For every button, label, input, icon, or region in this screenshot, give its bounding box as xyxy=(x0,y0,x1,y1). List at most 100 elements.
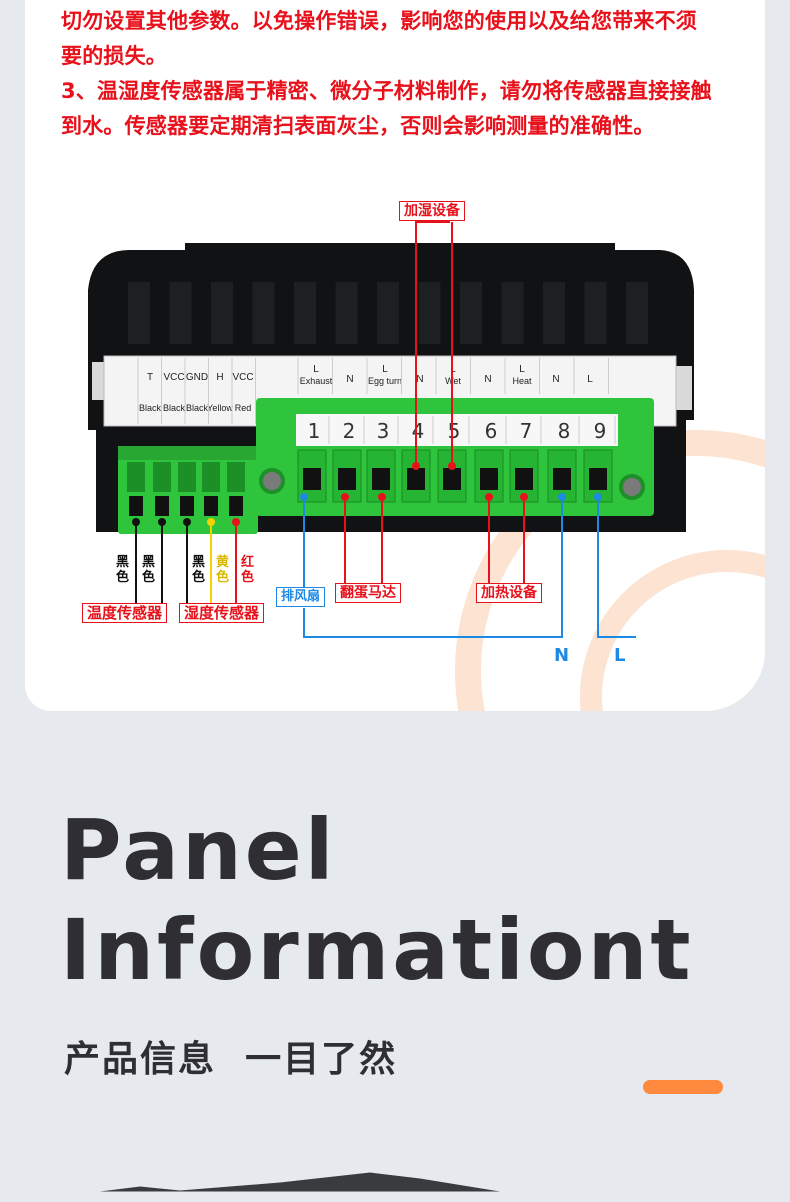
power-terminal-label-l1: L xyxy=(382,364,388,375)
vent-slot xyxy=(418,282,441,344)
vent-slot xyxy=(584,282,607,344)
device-top-edge xyxy=(100,1172,500,1192)
vent-slot xyxy=(128,282,150,344)
vent-slot xyxy=(543,282,565,344)
vent-slot xyxy=(252,282,275,344)
wire-color-1: 黑色 xyxy=(116,555,129,585)
wire-l xyxy=(597,497,636,638)
label-egg-turner: 翻蛋马达 xyxy=(335,583,401,603)
sensor-slot-hole xyxy=(180,496,194,516)
sensor-slot-top xyxy=(153,462,171,492)
power-terminal-label-l1: L xyxy=(519,364,525,375)
small-terminal-top-label: VCC xyxy=(232,372,253,383)
sensor-slot-hole xyxy=(155,496,169,516)
terminal-screw-right xyxy=(619,474,645,500)
power-slot-hole xyxy=(372,468,390,490)
sensor-slot-top xyxy=(202,462,220,492)
power-slot-hole xyxy=(303,468,321,490)
small-terminal-top-label: H xyxy=(216,372,223,383)
small-terminal-bottom-label: Red xyxy=(235,403,252,413)
power-slot-hole xyxy=(338,468,356,490)
panel-title: Panel Informationt xyxy=(60,800,694,1000)
wire-color-3: 黑色 xyxy=(192,555,205,585)
power-terminal-label-l1: L xyxy=(587,374,593,385)
vent-slot xyxy=(501,282,524,344)
label-temp-sensor: 温度传感器 xyxy=(82,603,168,623)
small-terminal-bottom-label: Yellow xyxy=(207,403,233,413)
wire-humidifier-a xyxy=(415,221,450,466)
label-n: N xyxy=(554,645,570,666)
power-terminal-label-l1: L xyxy=(450,364,456,375)
terminal-number: 7 xyxy=(520,419,533,443)
power-terminal-number-strip xyxy=(296,414,618,446)
warning-line-2: 要的损失。 xyxy=(61,44,167,68)
power-slot-hole xyxy=(553,468,571,490)
sensor-slot-hole xyxy=(204,496,218,516)
terminal-number: 1 xyxy=(308,419,321,443)
terminal-number: 4 xyxy=(412,419,425,443)
label-humidity-sensor: 湿度传感器 xyxy=(179,603,265,623)
warning-line-1: 切勿设置其他参数。以免操作错误，影响您的使用以及给您带来不须 xyxy=(61,9,697,33)
sensor-slot-top xyxy=(178,462,196,492)
warning-line-4: 到水。传感器要定期清扫表面灰尘，否则会影响测量的准确性。 xyxy=(61,114,655,138)
sensor-slot-hole xyxy=(129,496,143,516)
sensor-wire-color-labels: 黑色 黑色 黑色 黄色 红色 xyxy=(116,554,254,585)
terminal-number: 6 xyxy=(485,419,498,443)
sensor-slot-top xyxy=(227,462,245,492)
sensor-slot-top xyxy=(127,462,145,492)
sensor-slot-hole xyxy=(229,496,243,516)
power-slot-hole xyxy=(515,468,533,490)
label-heater: 加热设备 xyxy=(476,583,542,603)
power-terminal-label-l1: N xyxy=(484,374,491,385)
panel-title-line-2: Informationt xyxy=(60,901,694,999)
power-slot-hole xyxy=(407,468,425,490)
vent-slot xyxy=(626,282,648,344)
terminal-number: 9 xyxy=(594,419,607,443)
wire-dots xyxy=(132,462,602,526)
wire-n xyxy=(303,497,563,638)
vent-slot xyxy=(335,282,358,344)
terminal-number: 3 xyxy=(377,419,390,443)
power-terminal-label-l2: Exhaust xyxy=(300,376,333,386)
device-side-left xyxy=(92,362,104,400)
small-terminal-bottom-label: Black xyxy=(139,403,162,413)
sensor-terminal-slots xyxy=(127,462,245,516)
small-terminal-bottom-label: Black xyxy=(163,403,186,413)
wire-color-5: 红色 xyxy=(241,554,254,585)
panel-subtitle: 产品信息 一目了然 xyxy=(64,1039,398,1080)
vent-slot xyxy=(377,282,399,344)
power-terminal-label-l2: Egg turn xyxy=(368,376,402,386)
power-terminal-label-l2: Heat xyxy=(512,376,532,386)
label-l: L xyxy=(614,645,626,666)
accent-bar xyxy=(643,1080,723,1094)
small-terminal-top-label: GND xyxy=(186,372,208,383)
power-terminal-label-l2: Wet xyxy=(445,376,461,386)
sensor-terminal-top xyxy=(118,446,258,460)
warning-line-3: 3、温湿度传感器属于精密、微分子材料制作，请勿将传感器直接接触 xyxy=(61,79,712,103)
panel-title-line-1: Panel xyxy=(60,801,337,899)
label-humidifier: 加湿设备 xyxy=(399,201,465,221)
small-terminal-top-label: VCC xyxy=(163,372,184,383)
device-vents xyxy=(128,282,648,344)
power-terminal-label-l1: N xyxy=(416,374,423,385)
terminal-number: 5 xyxy=(448,419,461,443)
terminal-screw-left xyxy=(259,468,285,494)
vent-slot xyxy=(460,282,482,344)
power-slot-hole xyxy=(443,468,461,490)
power-slot-hole xyxy=(480,468,498,490)
wire-lines xyxy=(135,221,636,638)
wire-color-4: 黄色 xyxy=(216,554,229,585)
power-terminal-label-l1: N xyxy=(346,374,353,385)
small-terminal-top-label: T xyxy=(147,372,153,383)
vent-slot xyxy=(169,282,192,344)
terminal-number: 8 xyxy=(558,419,571,443)
power-terminal-label-l1: L xyxy=(313,364,319,375)
wire-color-2: 黑色 xyxy=(142,555,155,585)
device-side-right xyxy=(676,366,692,410)
warning-text: 切勿设置其他参数。以免操作错误，影响您的使用以及给您带来不须 要的损失。 3、温… xyxy=(61,4,751,144)
small-terminal-bottom-label: Black xyxy=(186,403,209,413)
vent-slot xyxy=(211,282,233,344)
